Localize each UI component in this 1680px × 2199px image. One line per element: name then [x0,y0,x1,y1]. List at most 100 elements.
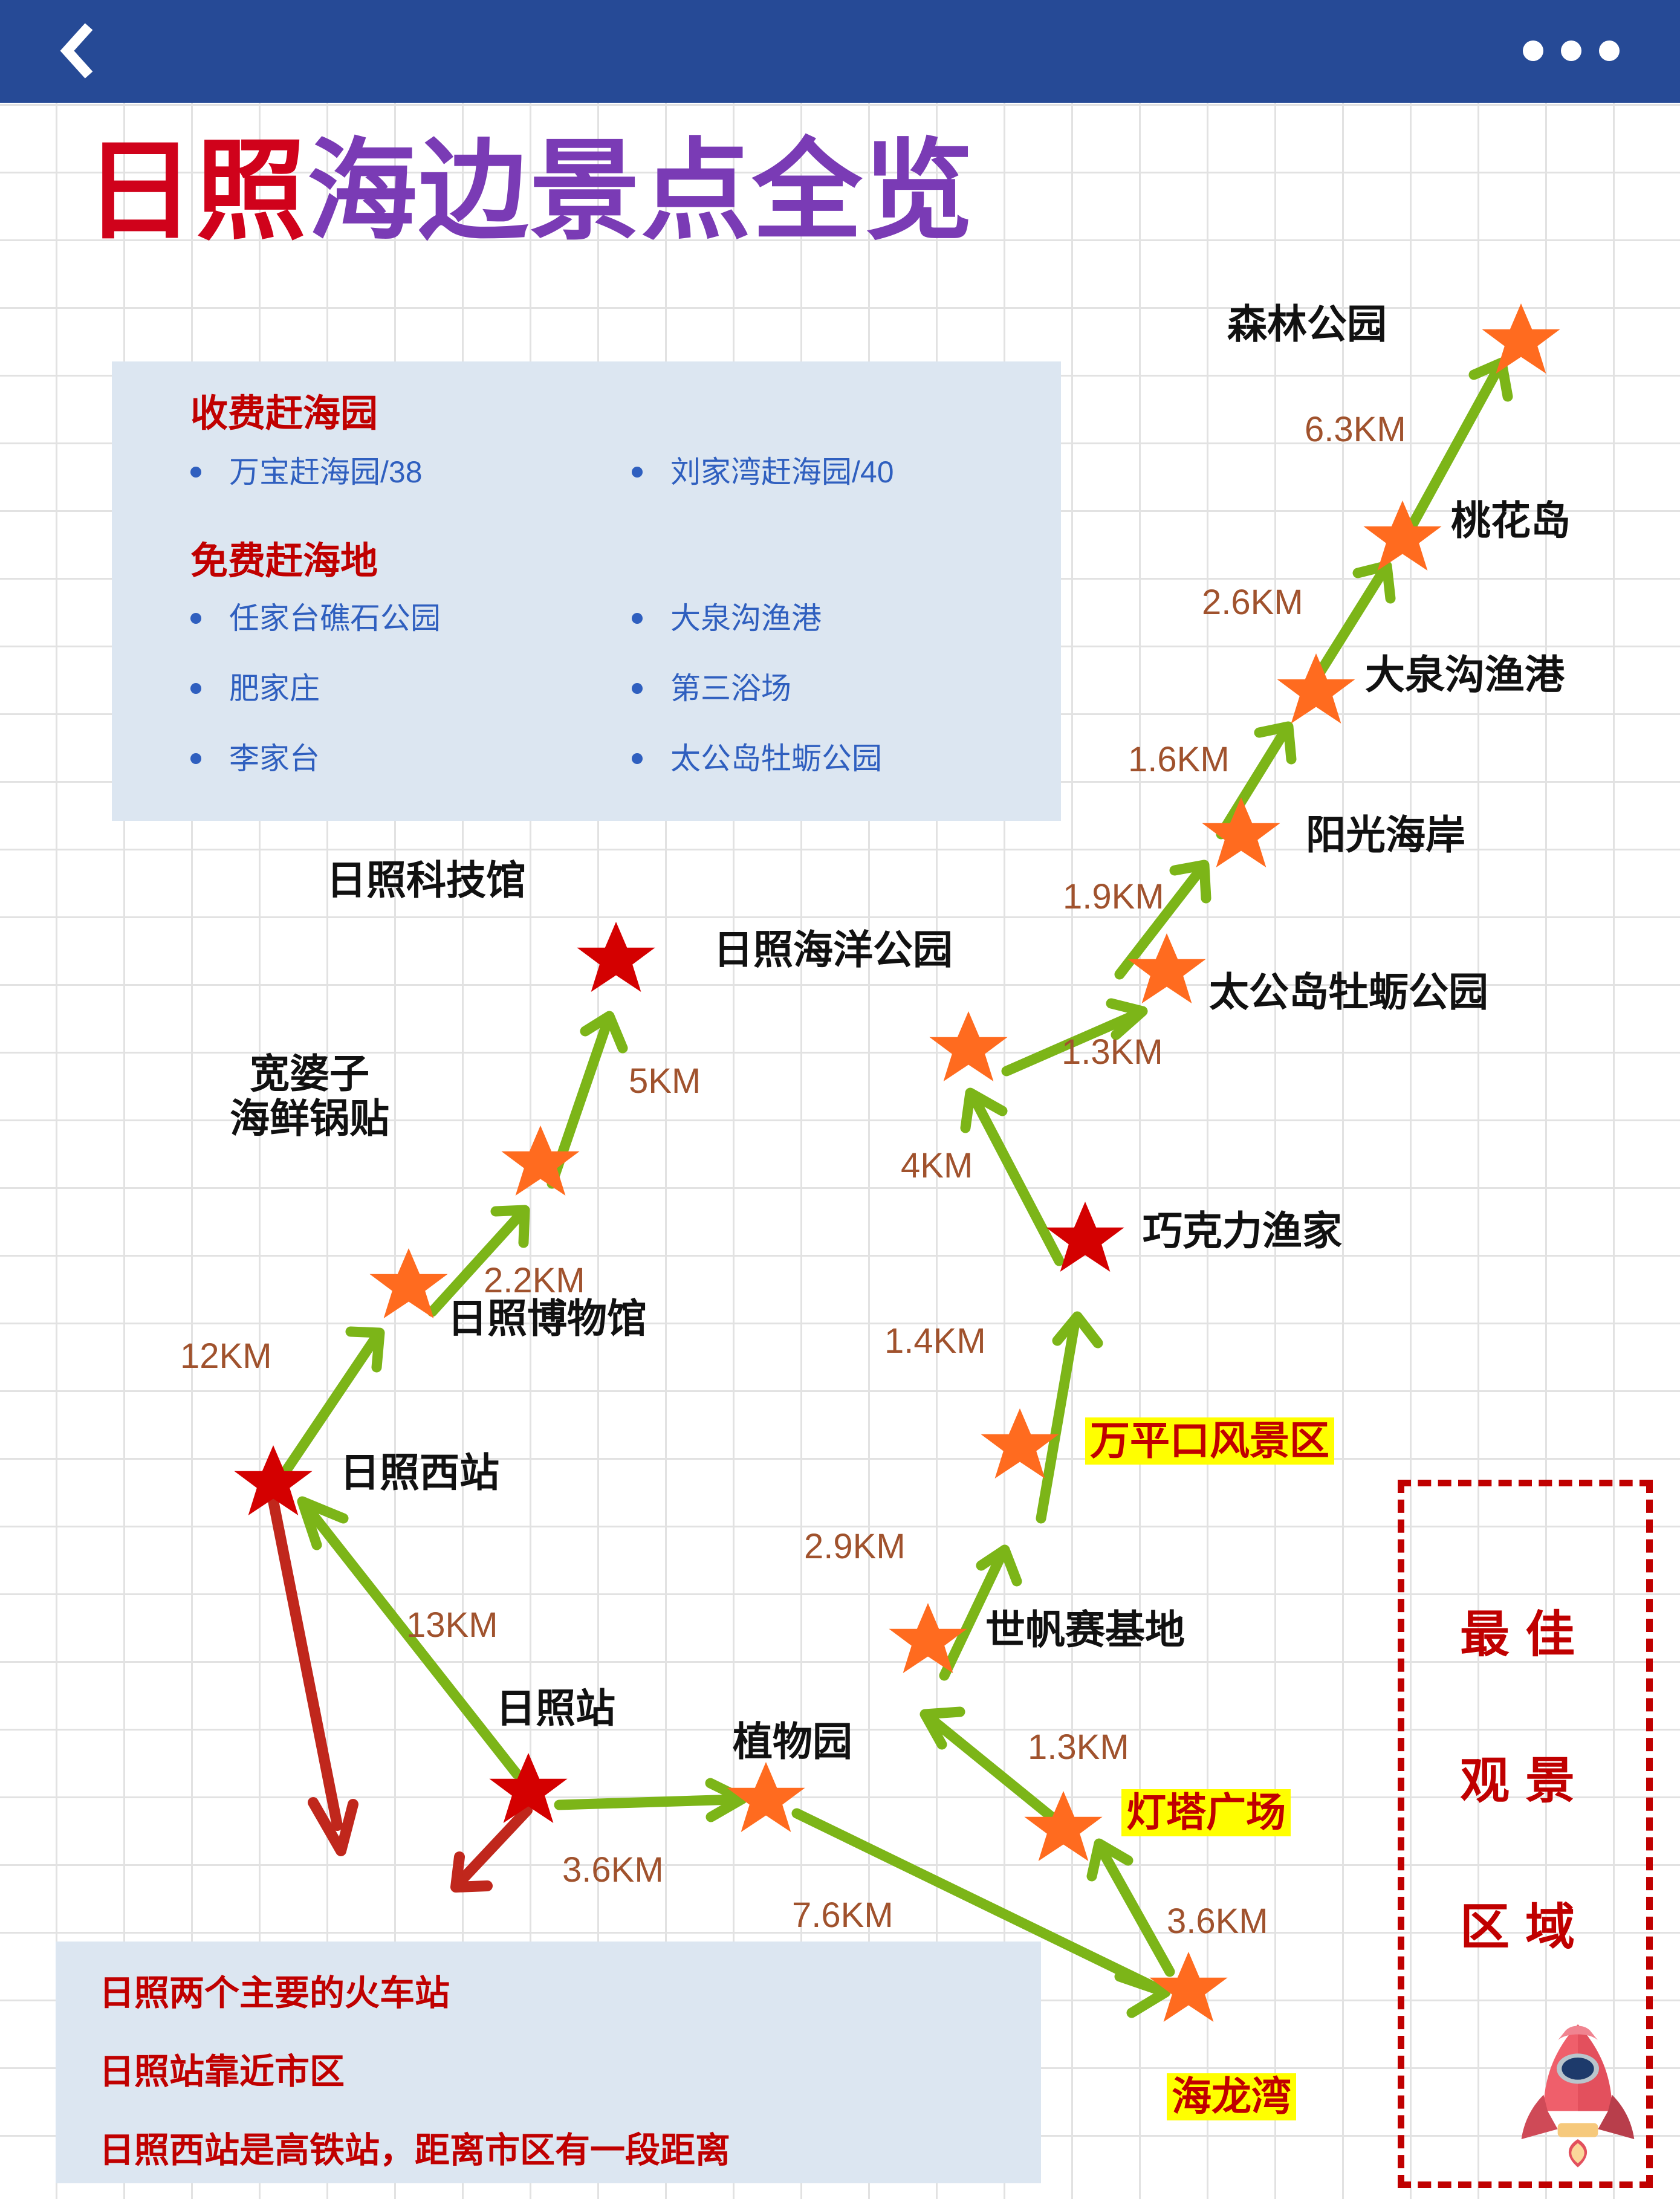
free-item-4-label: 李家台 [229,742,320,776]
star-rizhao-haiyang[interactable] [929,1011,1008,1081]
arrow-hailongwan-to-dengta [1086,1838,1175,1977]
arrow-qiaokeli-to-haiyanggongyuan [960,1087,1065,1266]
label-rizhao-zhan[interactable]: 日照站 [496,1685,615,1732]
paid-item-0: 万宝赶海园/38 [190,457,423,487]
distance-yangguang: 1.9KM [1063,877,1164,916]
free-item-0: 任家台礁石公园 [190,603,441,633]
best-view-area-box: 最佳 观景 区域 [1398,1480,1653,2188]
label-rizhao-bowuguan[interactable]: 日照博物馆 [447,1295,647,1342]
best-view-line-1: 最佳 [1459,1605,1591,1663]
arrow-xizhan-to-bowuguan [264,1326,385,1501]
free-item-1-label: 大泉沟渔港 [670,601,822,635]
free-item-1: 大泉沟渔港 [632,603,822,633]
free-item-2-label: 肥家庄 [229,672,320,705]
bullet-icon [632,753,643,764]
label-rizhao-xizhan[interactable]: 日照西站 [340,1449,499,1496]
free-section-heading: 免费赶海地 [190,540,378,582]
label-senlin-gongyuan[interactable]: 森林公园 [1227,300,1387,348]
bullet-icon [190,466,201,478]
arrow-rizhaozhan-to-zhiwuyuan [554,1778,748,1822]
arrow-bowuguan-to-kuanpozi [427,1205,530,1317]
more-dot-2-icon [1561,40,1581,61]
paid-item-1-label: 刘家湾赶海园/40 [670,455,894,489]
free-item-5: 太公岛牡蛎公园 [632,743,882,774]
train-station-note-panel: 日照两个主要的火车站 日照站靠近市区 日照西站是高铁站，距离市区有一段距离 [56,1942,1041,2183]
page-title: 日照海边景点全览 [85,136,975,246]
arrow-dengta-to-shifansai [919,1706,1065,1828]
arrow-yangguanghaian-to-daquangou [1216,721,1297,840]
station-arrows-red [268,1495,533,1893]
distance-xizhan: 13KM [406,1605,498,1645]
paid-item-1: 刘家湾赶海园/40 [632,457,894,487]
page-title-red-part: 日照 [85,127,307,255]
arrow-rizhaozhan-down [450,1805,533,1893]
distance-daquangou: 1.6KM [1128,740,1230,779]
arrow-shifansai-to-wanpingkou [939,1544,1022,1681]
more-dot-1-icon [1523,40,1543,61]
bullet-icon [190,682,201,694]
distance-taigongdao: 1.3KM [1062,1032,1163,1072]
distance-taohua: 2.6KM [1202,583,1303,622]
arrow-wanpingkou-to-qiaokeli [1036,1311,1103,1524]
free-item-4: 李家台 [190,743,320,774]
star-rizhao-kejiguan[interactable] [577,922,655,992]
more-dot-3-icon [1599,40,1620,61]
paid-section-heading: 收费赶海园 [190,393,378,435]
label-zhiwuyuan[interactable]: 植物园 [733,1718,852,1765]
star-yangguang-haian[interactable] [1202,797,1280,867]
bullet-icon [632,612,643,624]
label-rizhao-kejiguan[interactable]: 日照科技馆 [326,857,526,904]
distance-hailong: 7.6KM [792,1896,894,1935]
free-item-3-label: 第三浴场 [670,672,791,705]
distance-bowuguan: 12KM [180,1336,272,1376]
back-button[interactable] [50,22,108,80]
bullet-icon [190,753,201,764]
page-title-purple-part: 海边景点全览 [307,127,975,255]
distance-qiaokeli: 1.4KM [884,1321,986,1361]
top-navigation-bar [0,0,1680,103]
arrow-xizhan-down [268,1495,358,1856]
distance-senlin: 6.3KM [1305,410,1406,449]
star-taohua-dao[interactable] [1363,500,1442,571]
rocket-icon [1521,2024,1635,2168]
ganhai-info-panel: 收费赶海园 万宝赶海园/38 刘家湾赶海园/40 免费赶海地 任家台礁石公园 大… [112,361,1061,821]
paid-item-0-label: 万宝赶海园/38 [229,455,423,489]
best-view-line-3: 区域 [1459,1898,1591,1956]
arrow-taigongdao-to-yangguanghaian [1114,860,1211,980]
arrow-zhiwuyuan-to-hailongwan [791,1808,1171,2018]
label-daquangou-yugang[interactable]: 大泉沟渔港 [1365,651,1565,698]
star-daquangou-yugang[interactable] [1277,653,1355,724]
note-line-2: 日照站靠近市区 [99,2051,345,2092]
note-line-3: 日照西站是高铁站，距离市区有一段距离 [99,2129,731,2171]
chevron-left-icon [60,23,93,79]
bullet-icon [632,682,643,694]
distance-dengta: 3.6KM [1167,1902,1268,1941]
label-taohua-dao[interactable]: 桃花岛 [1451,497,1571,544]
free-item-3: 第三浴场 [632,673,791,704]
label-kuanpozi-haixian[interactable]: 宽婆子 海鲜锅贴 [230,1050,389,1142]
free-item-2: 肥家庄 [190,673,320,704]
more-options-button[interactable] [1523,37,1620,64]
note-line-1: 日照两个主要的火车站 [99,1972,450,2013]
label-taigongdao-muli[interactable]: 太公岛牡蛎公园 [1209,968,1488,1015]
label-dengta-guangchang[interactable]: 灯塔广场 [1121,1789,1291,1836]
distance-kejiguan: 5KM [629,1061,701,1101]
label-rizhao-haiyang[interactable]: 日照海洋公园 [713,926,953,973]
arrow-haiyanggongyuan-to-taigongdao [1001,998,1148,1077]
distance-shifansai: 1.3KM [1028,1728,1129,1767]
distance-zhiwuyuan: 3.6KM [562,1850,664,1890]
distance-haiyang: 4KM [901,1146,973,1185]
label-hailong-wan[interactable]: 海龙湾 [1167,2073,1296,2120]
bullet-icon [190,612,201,624]
bullet-icon [632,466,643,478]
best-view-line-2: 观景 [1459,1752,1591,1810]
distance-kuanpozi: 2.2KM [484,1261,585,1300]
distance-wanpingkou: 2.9KM [804,1527,906,1566]
free-item-5-label: 太公岛牡蛎公园 [670,742,882,776]
label-yangguang-haian[interactable]: 阳光海岸 [1306,811,1465,858]
label-qiaokeli-yujia[interactable]: 巧克力渔家 [1143,1207,1342,1254]
label-shifansai-jidi[interactable]: 世帆赛基地 [985,1606,1185,1653]
label-wanpingkou[interactable]: 万平口风景区 [1085,1417,1334,1465]
